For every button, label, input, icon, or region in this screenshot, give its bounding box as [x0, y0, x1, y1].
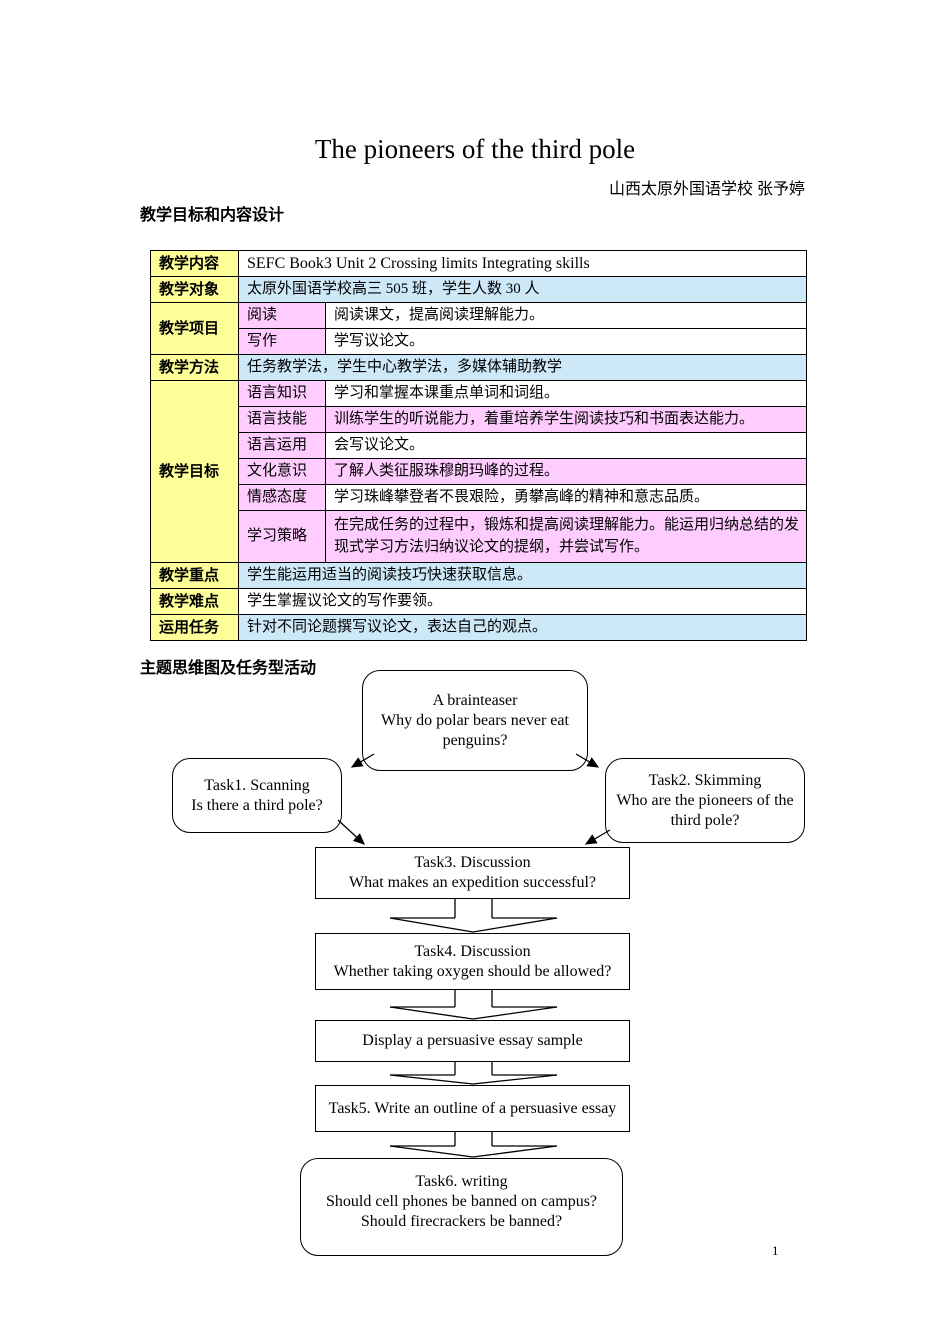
cell-skill-sublabel: 语言技能 — [238, 406, 326, 433]
flow-node-task4: Task4. Discussion Whether taking oxygen … — [315, 933, 630, 990]
node-text: What makes an expedition successful? — [348, 874, 597, 891]
node-text: Should cell phones be banned on campus? — [325, 1193, 598, 1210]
section-heading-objectives: 教学目标和内容设计 — [140, 207, 285, 224]
cell-items-label: 教学项目 — [150, 302, 239, 355]
node-text: Why do polar bears never eat penguins? — [381, 711, 569, 749]
flow-node-task3: Task3. Discussion What makes an expediti… — [315, 847, 630, 899]
cell-use-value: 会写议论文。 — [324, 432, 808, 459]
node-text: Task3. Discussion — [414, 854, 531, 871]
down-arrow-connector-icon — [389, 1062, 558, 1085]
cell-knowledge-sublabel: 语言知识 — [238, 380, 326, 407]
table-row: 教学方法 任务教学法，学生中心教学法，多媒体辅助教学 — [150, 354, 808, 381]
cell-keypoint-label: 教学重点 — [150, 562, 239, 589]
down-arrow-connector-icon — [389, 990, 558, 1020]
node-text: Display a persuasive essay sample — [362, 1032, 583, 1049]
cell-audience-value: 太原外国语学校高三 505 班，学生人数 30 人 — [237, 276, 808, 303]
node-text: Task2. Skimming — [648, 771, 762, 789]
cell-content-value: SEFC Book3 Unit 2 Crossing limits Integr… — [237, 250, 808, 277]
author-line: 山西太原外国语学校 张予婷 — [608, 181, 805, 198]
node-text: Should firecrackers be banned? — [360, 1213, 563, 1230]
table-row: 情感态度 学习珠峰攀登者不畏艰险，勇攀高峰的精神和意志品质。 — [151, 484, 808, 511]
table-row: 教学重点 学生能运用适当的阅读技巧快速获取信息。 — [150, 562, 808, 589]
flow-node-brainteaser: A brainteaser Why do polar bears never e… — [362, 670, 588, 771]
flow-node-task6: Task6. writing Should cell phones be ban… — [300, 1158, 623, 1256]
table-row: 写作 学写议论文。 — [151, 328, 808, 355]
flow-node-display-sample: Display a persuasive essay sample — [315, 1020, 630, 1062]
cell-writing-sublabel: 写作 — [238, 328, 326, 355]
node-text: Task5. Write an outline of a persuasive … — [328, 1099, 617, 1117]
flow-node-task5: Task5. Write an outline of a persuasive … — [315, 1085, 630, 1132]
node-text: A brainteaser — [432, 691, 518, 709]
table-row: 教学难点 学生掌握议论文的写作要领。 — [150, 588, 808, 615]
cell-strategy-value: 在完成任务的过程中，锻炼和提高阅读理解能力。能运用归纳总结的发现式学习方法归纳议… — [324, 510, 808, 563]
down-arrow-connector-icon — [389, 899, 558, 933]
table-row: 语言技能 训练学生的听说能力，着重培养学生阅读技巧和书面表达能力。 — [151, 406, 808, 433]
table-row: 教学目标 语言知识 学习和掌握本课重点单词和词组。 — [150, 380, 808, 563]
table-row: 运用任务 针对不同论题撰写议论文，表达自己的观点。 — [150, 614, 808, 641]
table-row: 教学内容 SEFC Book3 Unit 2 Crossing limits I… — [150, 250, 808, 277]
node-text: Who are the pioneers of the third pole? — [616, 791, 794, 829]
table-row: 学习策略 在完成任务的过程中，锻炼和提高阅读理解能力。能运用归纳总结的发现式学习… — [151, 510, 808, 563]
cell-culture-sublabel: 文化意识 — [238, 458, 326, 485]
cell-strategy-sublabel: 学习策略 — [238, 510, 326, 563]
cell-reading-value: 阅读课文，提高阅读理解能力。 — [324, 302, 808, 329]
cell-writing-value: 学写议论文。 — [324, 328, 808, 355]
cell-goals-label: 教学目标 — [150, 380, 239, 563]
cell-method-label: 教学方法 — [150, 354, 239, 381]
page-title: The pioneers of the third pole — [314, 134, 636, 164]
node-text: Task1. Scanning — [204, 776, 310, 794]
table-row: 文化意识 了解人类征服珠穆朗玛峰的过程。 — [151, 458, 808, 485]
cell-difficulty-value: 学生掌握议论文的写作要领。 — [237, 588, 808, 615]
cell-use-sublabel: 语言运用 — [238, 432, 326, 459]
cell-difficulty-label: 教学难点 — [150, 588, 239, 615]
cell-affect-value: 学习珠峰攀登者不畏艰险，勇攀高峰的精神和意志品质。 — [324, 484, 808, 511]
cell-audience-label: 教学对象 — [150, 276, 239, 303]
node-text: Task4. Discussion — [414, 942, 531, 960]
table-row: 语言运用 会写议论文。 — [151, 432, 808, 459]
cell-culture-value: 了解人类征服珠穆朗玛峰的过程。 — [324, 458, 808, 485]
cell-content-label: 教学内容 — [150, 250, 239, 277]
down-arrow-connector-icon — [389, 1132, 558, 1158]
cell-knowledge-value: 学习和掌握本课重点单词和词组。 — [324, 380, 808, 407]
cell-skill-value: 训练学生的听说能力，着重培养学生阅读技巧和书面表达能力。 — [324, 406, 808, 433]
node-text: Whether taking oxygen should be allowed? — [333, 962, 612, 980]
section-heading-mindmap: 主题思维图及任务型活动 — [140, 660, 317, 677]
table-row: 教学对象 太原外国语学校高三 505 班，学生人数 30 人 — [150, 276, 808, 303]
page-number: 1 — [772, 1243, 779, 1258]
table-row: 教学项目 阅读 阅读课文，提高阅读理解能力。 — [150, 302, 808, 355]
cell-reading-sublabel: 阅读 — [238, 302, 326, 329]
flow-node-task2: Task2. Skimming Who are the pioneers of … — [605, 758, 805, 843]
node-text: Task6. writing — [415, 1173, 508, 1190]
cell-affect-sublabel: 情感态度 — [238, 484, 326, 511]
cell-appliedtask-label: 运用任务 — [150, 614, 239, 641]
lesson-plan-table: 教学内容 SEFC Book3 Unit 2 Crossing limits I… — [150, 250, 808, 641]
flow-node-task1: Task1. Scanning Is there a third pole? — [172, 758, 342, 833]
node-text: Is there a third pole? — [191, 796, 323, 814]
cell-appliedtask-value: 针对不同论题撰写议论文，表达自己的观点。 — [237, 614, 808, 641]
cell-keypoint-value: 学生能运用适当的阅读技巧快速获取信息。 — [237, 562, 808, 589]
cell-method-value: 任务教学法，学生中心教学法，多媒体辅助教学 — [237, 354, 808, 381]
